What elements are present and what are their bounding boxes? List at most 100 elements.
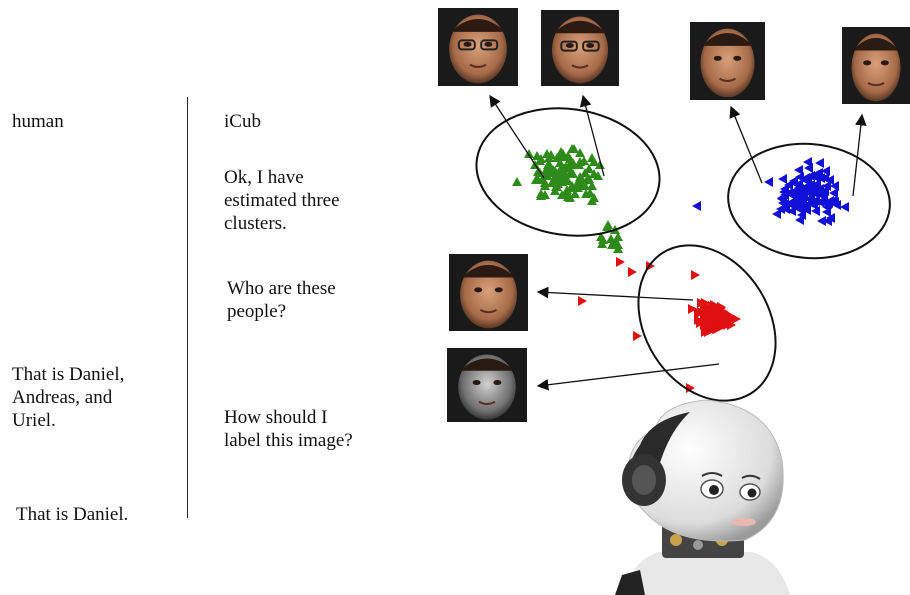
green-cluster-point — [589, 169, 599, 178]
green-cluster-point — [567, 181, 577, 190]
green-cluster-point — [558, 152, 568, 161]
green-cluster-point — [613, 240, 623, 249]
icub-message-who: Who are these people? — [227, 278, 336, 322]
arrow-query — [536, 363, 720, 391]
red-cluster-point — [704, 310, 713, 320]
blue-cluster-point — [822, 181, 831, 191]
green-cluster-point — [570, 189, 580, 198]
blue-cluster-point — [802, 184, 811, 194]
blue-cluster-point — [811, 206, 820, 216]
red-cluster-point — [732, 314, 741, 324]
blue-cluster-point — [789, 178, 798, 188]
blue-cluster-point — [840, 202, 849, 212]
green-cluster-point — [580, 168, 590, 177]
face-thumbnails — [438, 8, 910, 422]
blue-cluster-point — [811, 196, 820, 206]
blue-cluster-point — [824, 198, 833, 208]
green-cluster-point — [587, 196, 597, 205]
green-cluster-point — [569, 144, 579, 153]
red-cluster-point — [633, 331, 642, 341]
green-cluster-point — [555, 172, 565, 181]
blue-cluster-point — [772, 209, 781, 219]
red-cluster-point — [722, 316, 731, 326]
blue-cluster-point — [832, 200, 841, 210]
dialogue-divider — [187, 97, 188, 518]
blue-cluster-point — [823, 216, 832, 226]
arrow-blue-1 — [729, 105, 763, 184]
blue-cluster-point — [778, 174, 787, 184]
blue-cluster-point — [764, 177, 773, 187]
arrow-green-1 — [489, 94, 545, 179]
red-cluster-ellipse — [637, 244, 777, 402]
blue-cluster-point — [803, 157, 812, 167]
green-cluster-point — [603, 220, 613, 229]
green-cluster-point — [543, 160, 553, 169]
arrow-blue-2 — [852, 113, 867, 197]
green-cluster-point — [567, 160, 577, 169]
blue-cluster-point — [811, 189, 820, 199]
red-cluster-point — [578, 296, 587, 306]
blue-cluster-point — [830, 181, 839, 191]
blue-cluster-point — [804, 194, 813, 204]
blue-cluster-point — [800, 201, 809, 211]
green-cluster-point — [561, 162, 571, 171]
red-cluster-point — [710, 300, 719, 310]
blue-cluster-point — [801, 175, 810, 185]
green-cluster-point — [596, 232, 606, 241]
green-cluster-point — [546, 150, 556, 159]
human-message-daniel: That is Daniel. — [16, 504, 129, 525]
blue-cluster-point — [821, 166, 830, 176]
green-cluster-point — [532, 151, 542, 160]
blue-cluster-point — [790, 186, 799, 196]
red-cluster-point — [691, 270, 700, 280]
cluster-arrows — [489, 94, 867, 391]
face-blue-1-thumbnail — [690, 22, 765, 100]
blue-cluster-point — [816, 188, 825, 198]
human-column-header: human — [12, 111, 64, 132]
red-cluster-point — [719, 311, 728, 321]
green-cluster-point — [524, 149, 534, 158]
green-cluster-point — [557, 190, 567, 199]
green-cluster-point — [566, 167, 576, 176]
red-cluster-point — [628, 267, 637, 277]
blue-cluster-point — [794, 165, 803, 175]
green-cluster-point — [536, 189, 546, 198]
blue-cluster-point — [784, 188, 793, 198]
green-cluster-point — [512, 177, 522, 186]
red-cluster-point — [688, 304, 697, 314]
icub-message-clusters: Ok, I have estimated three clusters. — [224, 167, 340, 234]
red-cluster-point — [719, 321, 728, 331]
icub-message-label: How should I label this image? — [224, 407, 353, 451]
green-cluster-point — [563, 176, 573, 185]
arrow-green-2 — [579, 94, 605, 177]
red-cluster-point — [697, 307, 706, 317]
icub-robot — [615, 399, 790, 595]
red-cluster-point — [697, 298, 706, 308]
green-cluster-point — [587, 181, 597, 190]
blue-cluster-point — [806, 171, 815, 181]
blue-cluster-point — [794, 179, 803, 189]
green-cluster-point — [555, 158, 565, 167]
red-cluster-point — [703, 324, 712, 334]
cluster-ellipses — [475, 107, 891, 402]
blue-cluster-point — [817, 216, 826, 226]
blue-cluster-point — [820, 173, 829, 183]
blue-cluster-point — [793, 198, 802, 208]
blue-cluster-point — [829, 188, 838, 198]
green-cluster-point — [613, 232, 623, 241]
face-red-thumbnail — [449, 254, 528, 331]
cluster-points — [512, 144, 849, 393]
green-cluster-point — [575, 175, 585, 184]
blue-cluster-point — [778, 198, 787, 208]
red-cluster-point — [708, 315, 717, 325]
green-cluster-point — [542, 168, 552, 177]
human-message-names: That is Daniel, Andreas, and Uriel. — [12, 364, 125, 431]
green-cluster-point — [595, 160, 605, 169]
face-green-1-thumbnail — [438, 8, 518, 86]
blue-cluster-point — [799, 190, 808, 200]
red-cluster-point — [727, 320, 736, 330]
blue-cluster-point — [776, 204, 785, 214]
icub-column-header: iCub — [224, 111, 261, 132]
blue-cluster-point — [787, 206, 796, 216]
